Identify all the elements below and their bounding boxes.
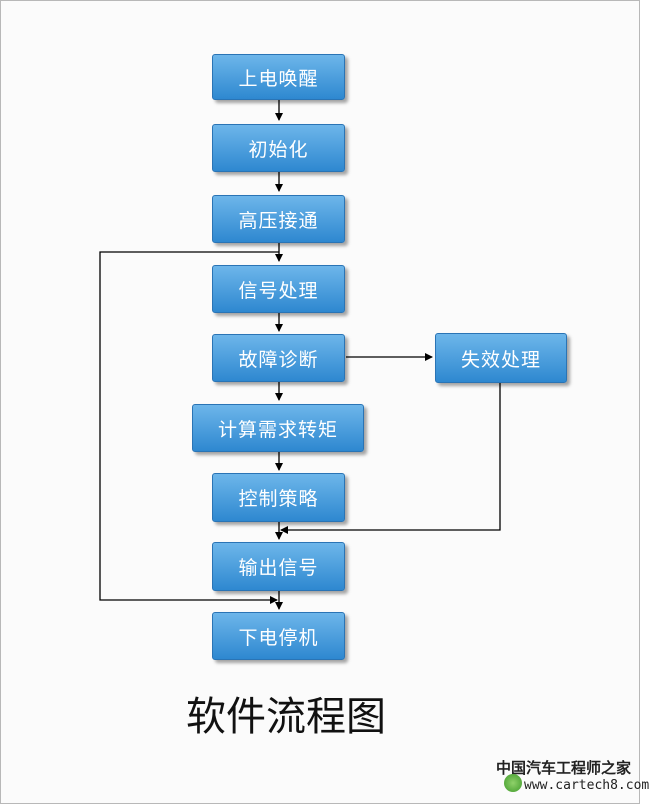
watermark-cn: 中国汽车工程师之家 xyxy=(496,759,632,777)
node-calc-torque: 计算需求转矩 xyxy=(192,404,364,452)
node-power-off: 下电停机 xyxy=(212,612,345,660)
node-signal-processing: 信号处理 xyxy=(212,265,345,313)
node-control-strategy: 控制策略 xyxy=(212,473,345,522)
node-output-signal: 输出信号 xyxy=(212,542,345,591)
node-fault-diagnosis: 故障诊断 xyxy=(212,334,345,382)
arrow-failure-to-output xyxy=(280,383,501,534)
node-power-on-wake: 上电唤醒 xyxy=(212,54,345,100)
node-hv-connect: 高压接通 xyxy=(212,195,345,243)
node-failure-handling: 失效处理 xyxy=(435,333,567,383)
diagram-title: 软件流程图 xyxy=(186,694,386,740)
watermark-url: www.cartech8.com xyxy=(524,778,649,793)
node-initialize: 初始化 xyxy=(212,124,345,172)
watermark-logo-icon xyxy=(504,774,522,792)
arrow-bypass-to-poweroff xyxy=(99,251,279,604)
